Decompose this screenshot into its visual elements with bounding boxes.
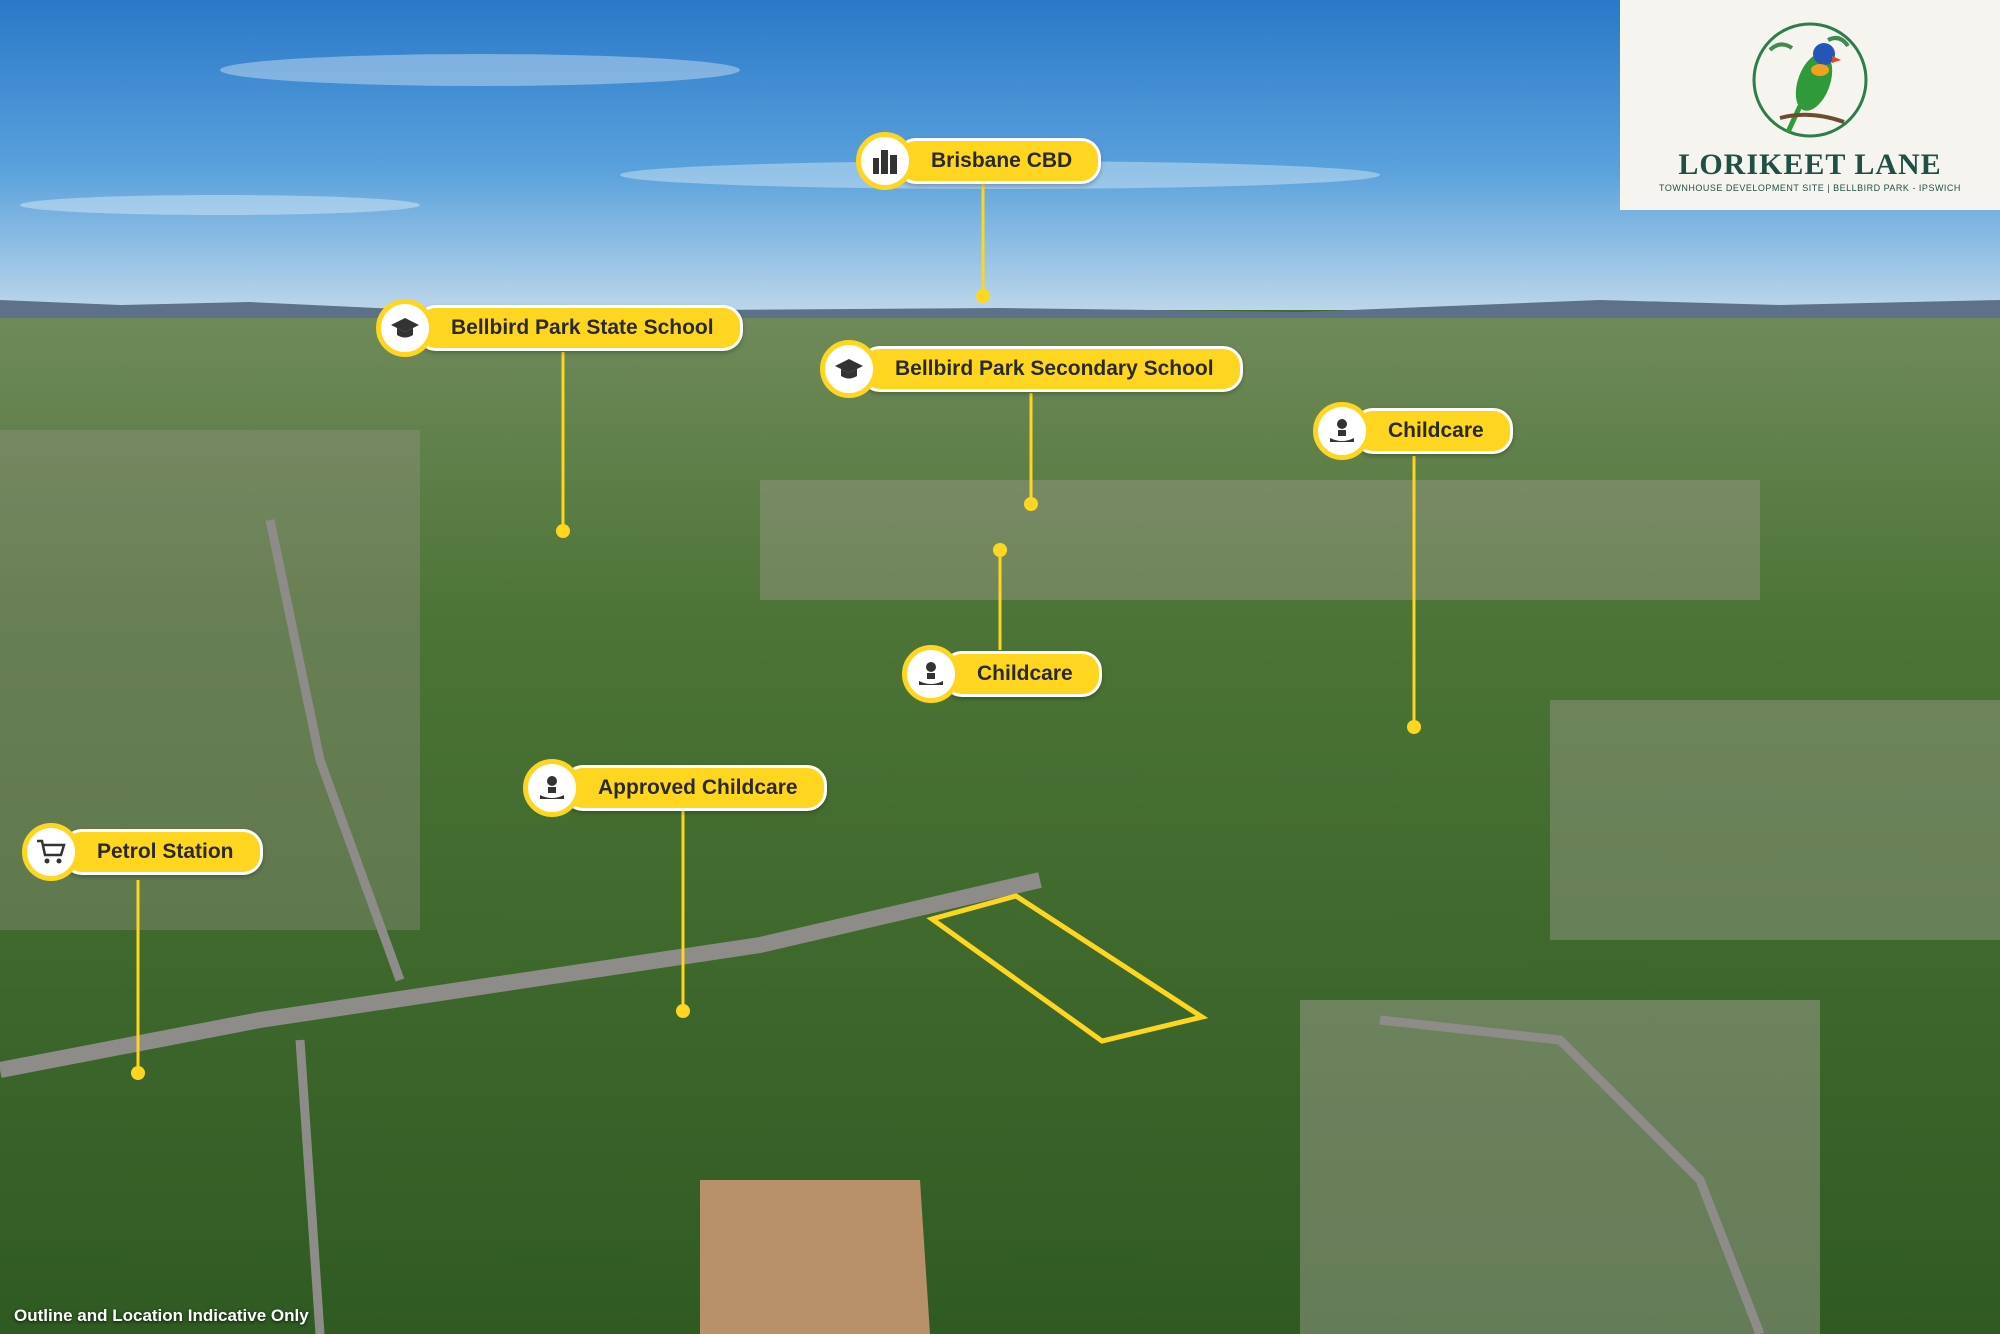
pin-dot xyxy=(976,289,990,303)
pin-dot xyxy=(556,524,570,538)
city-icon xyxy=(856,132,914,190)
cloud xyxy=(220,54,740,86)
logo-title: LORIKEET LANE xyxy=(1678,148,1942,181)
road xyxy=(295,1039,325,1334)
road xyxy=(1379,1015,1765,1334)
cloud xyxy=(20,195,420,215)
hand-child-icon xyxy=(523,759,581,817)
road xyxy=(0,872,1042,1078)
poi-childcare-central: Childcare xyxy=(902,645,1102,703)
logo-tagline: TOWNHOUSE DEVELOPMENT SITE | BELLBIRD PA… xyxy=(1659,183,1961,193)
poi-bellbird-park-secondary-school: Bellbird Park Secondary School xyxy=(820,340,1243,398)
suburb xyxy=(760,480,1760,600)
poi-bellbird-park-state-school: Bellbird Park State School xyxy=(376,299,743,357)
suburb xyxy=(1300,1000,1820,1334)
hand-child-icon xyxy=(902,645,960,703)
poi-label: Childcare xyxy=(942,651,1102,697)
graduation-cap-icon xyxy=(376,299,434,357)
poi-label: Approved Childcare xyxy=(563,765,827,811)
pin-dot xyxy=(993,543,1007,557)
pin-dot xyxy=(131,1066,145,1080)
road xyxy=(265,519,405,982)
pin-dot xyxy=(676,1004,690,1018)
poi-childcare-east: Childcare xyxy=(1313,402,1513,460)
logo-panel: LORIKEET LANE TOWNHOUSE DEVELOPMENT SITE… xyxy=(1620,0,2000,210)
cleared-site xyxy=(700,1180,930,1334)
poi-label: Bellbird Park Secondary School xyxy=(860,346,1243,392)
poi-brisbane-cbd: Brisbane CBD xyxy=(856,132,1102,190)
poi-petrol-station: Petrol Station xyxy=(22,823,263,881)
disclaimer: Outline and Location Indicative Only xyxy=(14,1306,309,1325)
poi-label: Brisbane CBD xyxy=(896,138,1102,184)
poi-label: Childcare xyxy=(1353,408,1513,454)
pin-dot xyxy=(1407,720,1421,734)
poi-label: Bellbird Park State School xyxy=(416,305,743,351)
poi-label: Petrol Station xyxy=(62,829,263,875)
suburb xyxy=(1550,700,2000,940)
hand-child-icon xyxy=(1313,402,1371,460)
land xyxy=(0,318,2000,1334)
poi-approved-childcare: Approved Childcare xyxy=(523,759,827,817)
site-outline xyxy=(926,893,1209,1044)
pin-dot xyxy=(1024,497,1038,511)
graduation-cap-icon xyxy=(820,340,878,398)
shopping-cart-icon xyxy=(22,823,80,881)
lorikeet-bird-icon xyxy=(1752,22,1868,138)
